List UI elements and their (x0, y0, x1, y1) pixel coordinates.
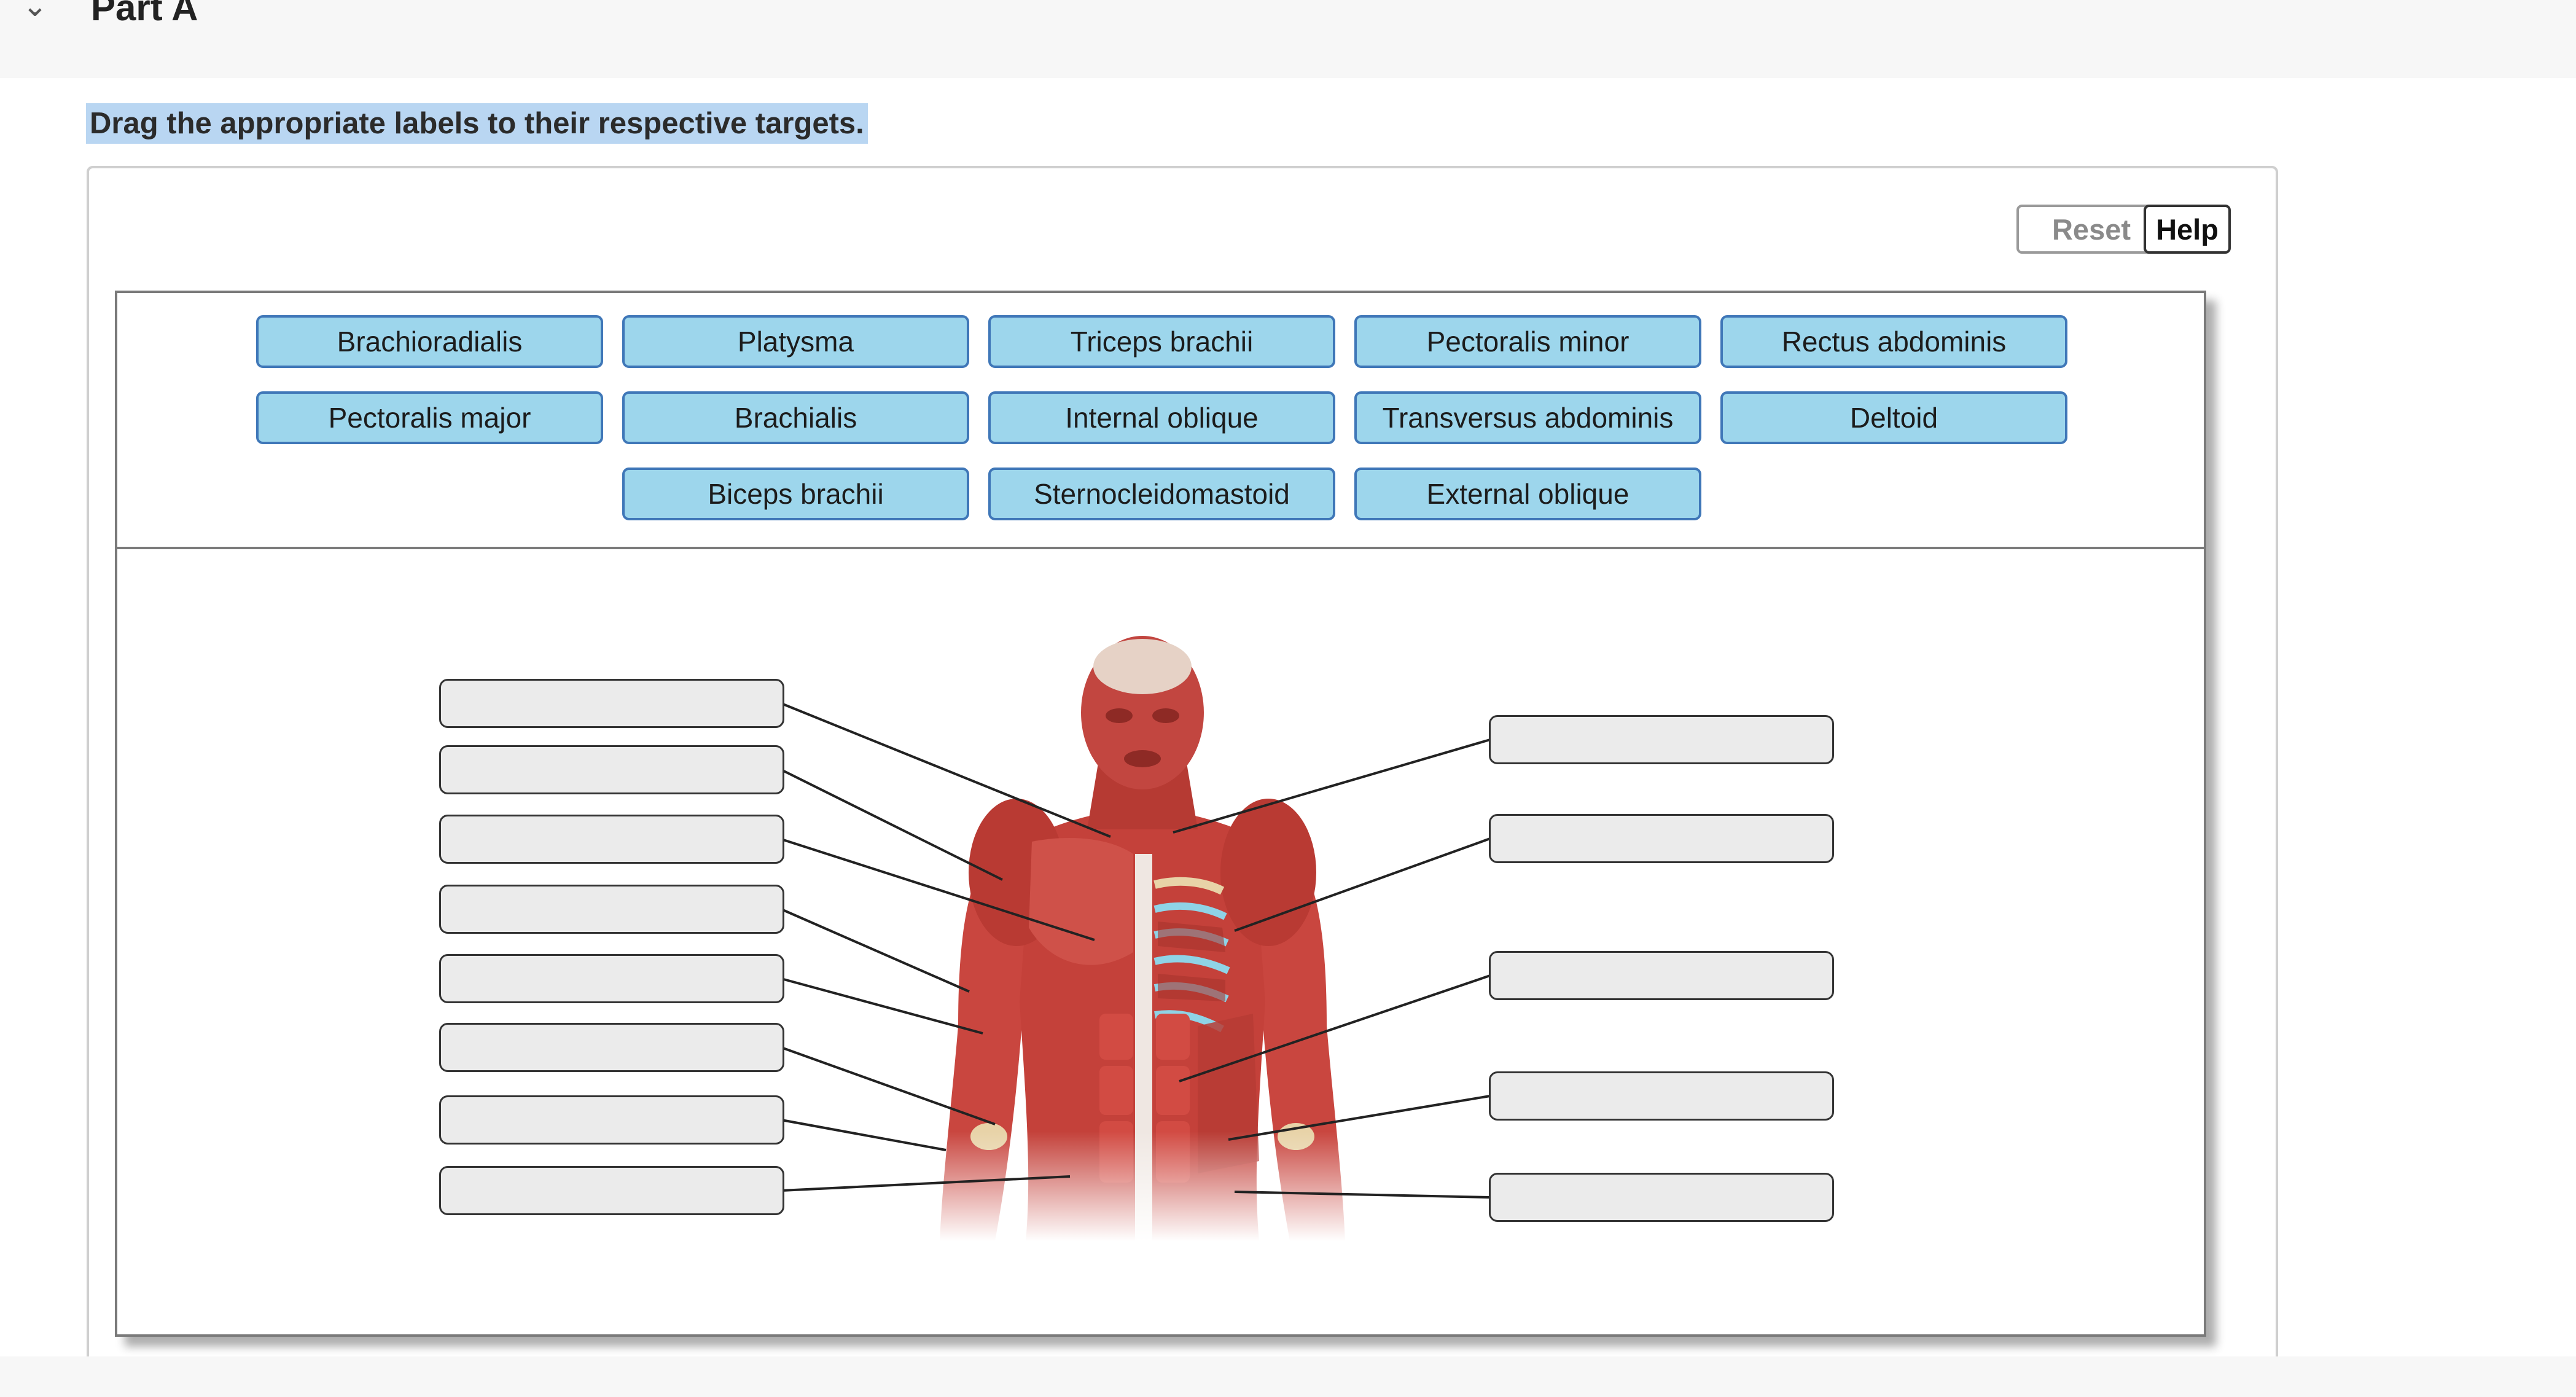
label-chip-sternocleidomastoid[interactable]: Sternocleidomastoid (988, 468, 1335, 520)
part-title: Part A (91, 0, 198, 28)
label-chip-rectus-abdominis[interactable]: Rectus abdominis (1720, 315, 2067, 368)
bottom-band (0, 1356, 2576, 1397)
label-chip-platysma[interactable]: Platysma (622, 315, 969, 368)
drop-target-right-1[interactable] (1489, 715, 1834, 764)
muscle-figure-image (891, 633, 1394, 1241)
label-chip-brachioradialis[interactable]: Brachioradialis (256, 315, 603, 368)
drop-target-left-6[interactable] (439, 1023, 784, 1072)
collapse-chevron-icon[interactable]: ⌄ (22, 0, 48, 23)
drop-target-left-4[interactable] (439, 885, 784, 934)
drop-target-left-3[interactable] (439, 815, 784, 864)
label-chip-pectoralis-minor[interactable]: Pectoralis minor (1354, 315, 1701, 368)
label-chip-deltoid[interactable]: Deltoid (1720, 391, 2067, 444)
instruction-text: Drag the appropriate labels to their res… (86, 103, 868, 144)
label-chip-biceps-brachii[interactable]: Biceps brachii (622, 468, 969, 520)
help-button[interactable]: Help (2144, 205, 2231, 254)
label-chip-external-oblique[interactable]: External oblique (1354, 468, 1701, 520)
label-chip-brachialis[interactable]: Brachialis (622, 391, 969, 444)
label-chip-pectoralis-major[interactable]: Pectoralis major (256, 391, 603, 444)
drop-target-right-5[interactable] (1489, 1173, 1834, 1222)
drop-target-right-3[interactable] (1489, 951, 1834, 1000)
label-chip-triceps-brachii[interactable]: Triceps brachii (988, 315, 1335, 368)
label-chip-internal-oblique[interactable]: Internal oblique (988, 391, 1335, 444)
drop-target-left-2[interactable] (439, 745, 784, 794)
reset-button[interactable]: Reset (2016, 205, 2166, 254)
drop-target-left-8[interactable] (439, 1166, 784, 1215)
drop-target-right-4[interactable] (1489, 1071, 1834, 1121)
header-bar: ⌄ Part A (0, 0, 2576, 78)
drop-target-right-2[interactable] (1489, 814, 1834, 863)
drop-target-left-1[interactable] (439, 679, 784, 728)
drop-target-left-7[interactable] (439, 1095, 784, 1145)
label-bank-divider (115, 547, 2206, 549)
label-chip-transversus-abdominis[interactable]: Transversus abdominis (1354, 391, 1701, 444)
drop-target-left-5[interactable] (439, 954, 784, 1003)
